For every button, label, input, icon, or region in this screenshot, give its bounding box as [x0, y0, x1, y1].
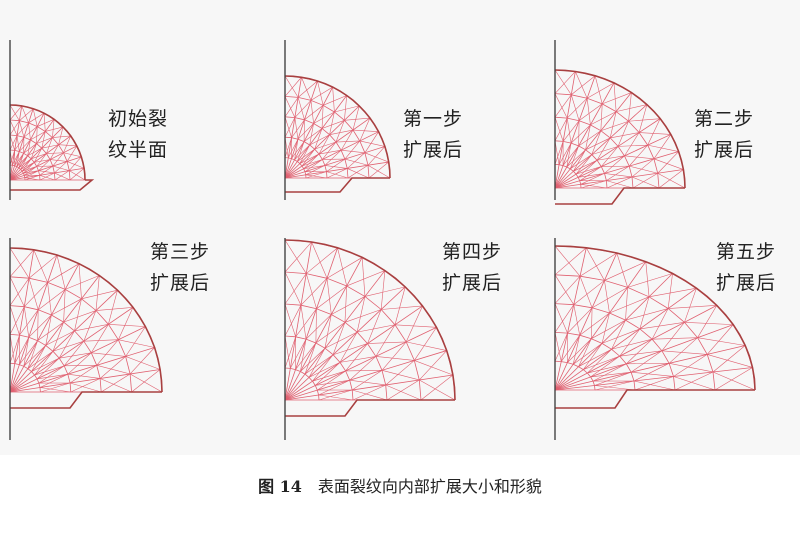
mesh-panel-3	[554, 40, 686, 205]
panel-label-5-line1: 第四步	[442, 241, 503, 263]
panel-label-3: 第二步 扩展后	[694, 104, 754, 166]
panel-label-1: 初始裂 纹半面	[108, 104, 168, 166]
figure-caption: 图 14 表面裂纹向内部扩展大小和形貌	[0, 473, 800, 497]
mesh-panel-5	[284, 238, 456, 440]
mesh-panel-4	[9, 238, 163, 440]
figure-caption-text: 表面裂纹向内部扩展大小和形貌	[317, 477, 542, 496]
panel-label-6: 第五步 扩展后	[716, 237, 776, 299]
caption-band	[0, 455, 800, 545]
panel-label-1-line2: 纹半面	[108, 139, 169, 161]
panel-label-4-line2: 扩展后	[150, 272, 211, 294]
mesh-panel-2	[284, 40, 391, 200]
figure-number: 图 14	[258, 477, 302, 496]
panel-label-2: 第一步 扩展后	[403, 104, 463, 166]
panel-label-3-line1: 第二步	[694, 108, 755, 130]
panel-label-5-line2: 扩展后	[442, 272, 503, 294]
panel-label-4: 第三步 扩展后	[150, 237, 210, 299]
panel-label-5: 第四步 扩展后	[442, 237, 502, 299]
mesh-panel-6	[554, 238, 756, 440]
panel-label-2-line2: 扩展后	[403, 139, 464, 161]
panel-label-6-line2: 扩展后	[716, 272, 777, 294]
panel-label-4-line1: 第三步	[150, 241, 211, 263]
panel-label-3-line2: 扩展后	[694, 139, 755, 161]
panel-label-1-line1: 初始裂	[108, 108, 169, 130]
panel-label-6-line1: 第五步	[716, 241, 777, 263]
crack-mesh-figure	[9, 40, 756, 440]
mesh-panel-1	[9, 40, 95, 200]
panel-label-2-line1: 第一步	[403, 108, 464, 130]
